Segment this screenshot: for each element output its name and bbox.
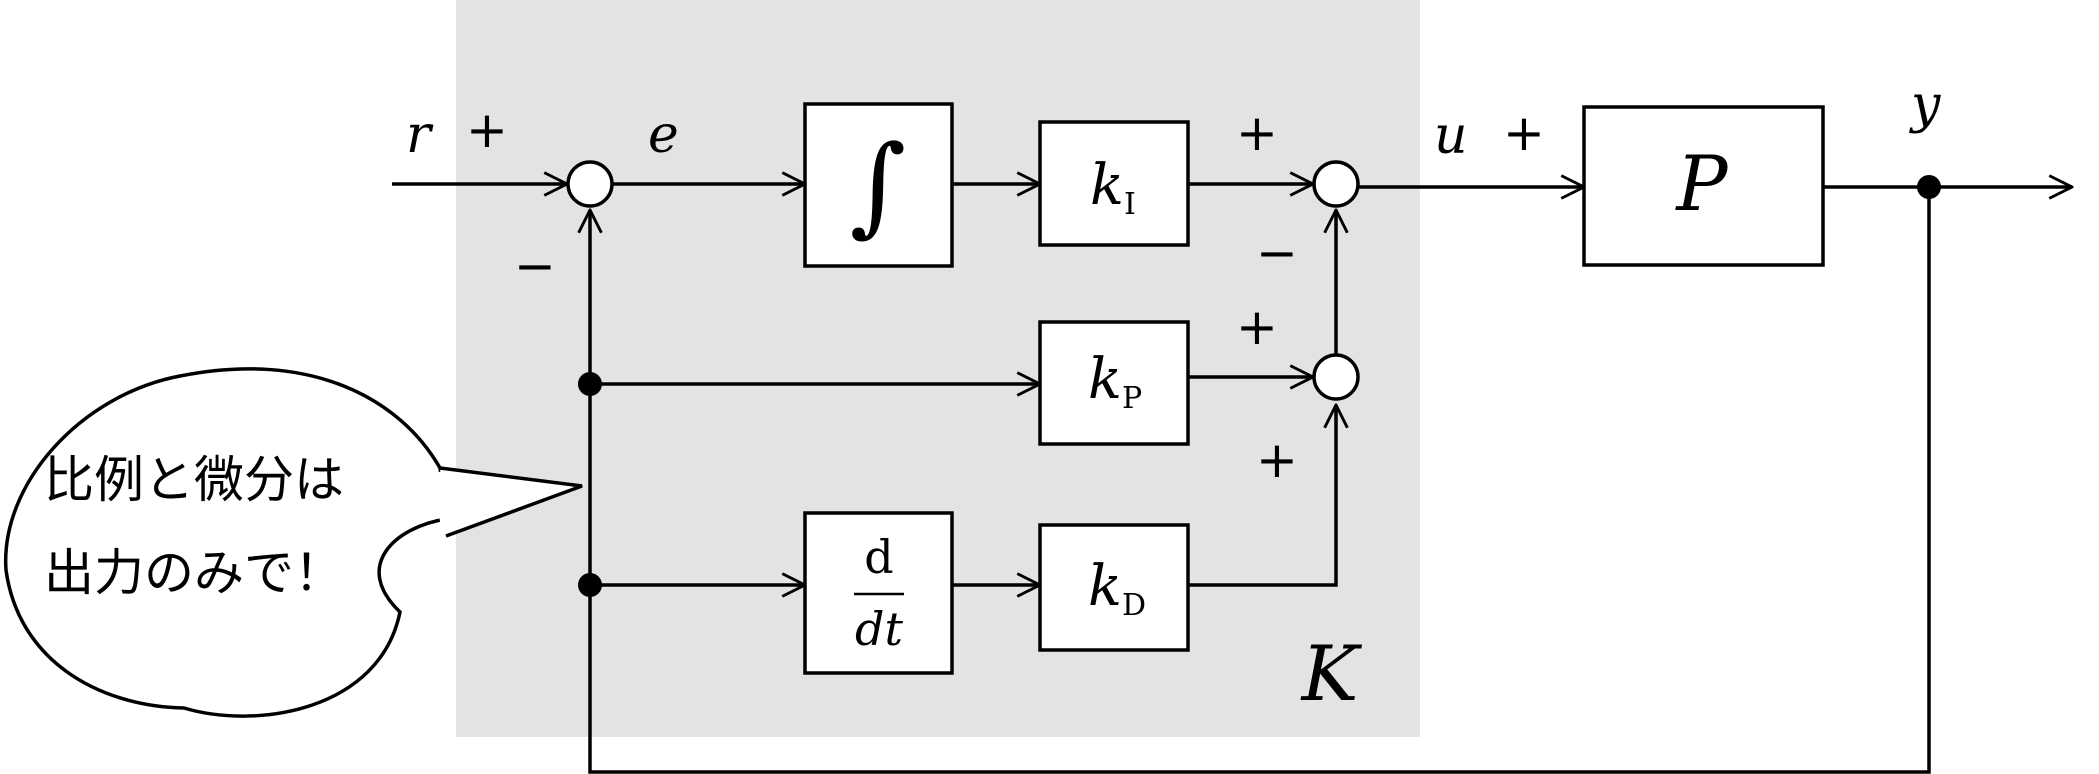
kp-gain-subscript: P xyxy=(1122,381,1142,416)
callout-text-line2: 出力のみで！ xyxy=(44,544,344,602)
ki-gain-label: kI xyxy=(1090,153,1136,222)
integrator-symbol: ∫ xyxy=(850,123,906,248)
derivative-numerator: d xyxy=(864,530,893,584)
sign-d-plus: + xyxy=(1256,431,1298,489)
sign-reference-plus: + xyxy=(466,101,508,159)
sum-junction-output xyxy=(1312,160,1360,208)
kd-gain-subscript: D xyxy=(1122,588,1146,623)
integrator-block xyxy=(803,102,954,268)
plant-label: P xyxy=(1674,139,1729,228)
kp-gain-main: k xyxy=(1088,347,1122,412)
kp-gain-label: kP xyxy=(1088,347,1142,416)
feedback-line xyxy=(590,187,1931,774)
derivative-denominator: dt xyxy=(855,602,903,656)
kd-block xyxy=(1038,523,1190,652)
kd-gain-label: kD xyxy=(1088,554,1146,623)
plant-block xyxy=(1582,105,1825,267)
sign-integral-plus: + xyxy=(1236,104,1278,162)
sign-plant-input-plus: + xyxy=(1503,104,1545,162)
ki-block xyxy=(1038,120,1190,247)
callout-bubble xyxy=(4,367,448,718)
sign-pd-minus: − xyxy=(1256,224,1298,282)
error-label: e xyxy=(648,105,679,165)
sign-feedback-minus: − xyxy=(514,237,556,295)
kd-gain-main: k xyxy=(1088,554,1122,619)
ki-gain-main: k xyxy=(1090,153,1124,218)
branch-point-output xyxy=(1917,175,1941,199)
ki-gain-subscript: I xyxy=(1124,187,1136,222)
callout-bubble-tail xyxy=(439,466,583,538)
callout-text-line1: 比例と微分は xyxy=(44,451,344,509)
sum-junction-pd xyxy=(1312,353,1360,401)
controller-label: K xyxy=(1300,629,1363,718)
branch-point-kd xyxy=(578,573,602,597)
sign-p-plus: + xyxy=(1236,298,1278,356)
control-label: u xyxy=(1434,106,1468,166)
sum-junction-error xyxy=(566,160,614,208)
reference-label: r xyxy=(406,105,434,165)
output-label: y xyxy=(1909,75,1941,135)
kd-out-line xyxy=(1188,405,1336,587)
branch-point-kp xyxy=(578,372,602,396)
kp-block xyxy=(1038,320,1190,446)
